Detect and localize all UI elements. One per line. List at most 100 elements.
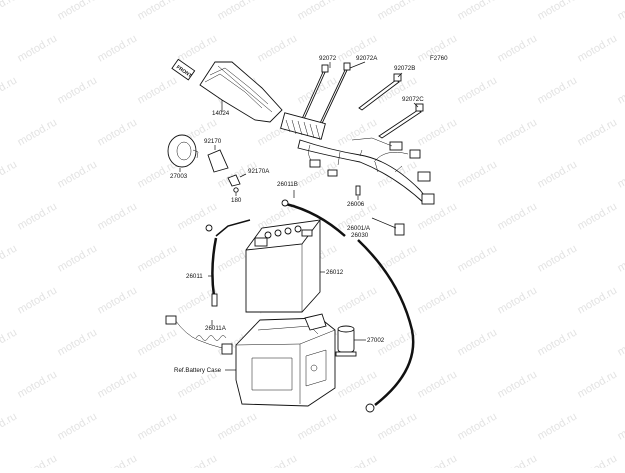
watermark-text: motod.ru (456, 158, 500, 190)
watermark-text: motod.ru (136, 74, 180, 106)
front-stamp: FRONT (172, 59, 195, 79)
watermark-text: motod.ru (536, 410, 580, 442)
relay-27002[interactable] (336, 326, 356, 356)
watermark-text: motod.ru (576, 116, 620, 148)
watermark-text: motod.ru (576, 32, 620, 64)
label-26011[interactable]: 26011 (186, 273, 203, 280)
watermark-text: motod.ru (616, 158, 625, 190)
battery-26012[interactable] (246, 220, 320, 312)
label-92072[interactable]: 92072 (319, 55, 337, 62)
watermark-text: motod.ru (576, 452, 620, 468)
watermark-text: motod.ru (56, 410, 100, 442)
watermark-text: motod.ru (256, 452, 300, 468)
label-92072C[interactable]: 92072C (402, 96, 424, 103)
watermark-text: motod.ru (256, 32, 300, 64)
watermark-text: motod.ru (0, 0, 19, 23)
watermark-text: motod.ru (16, 200, 60, 232)
watermark-text: motod.ru (96, 116, 140, 148)
watermark-text: motod.ru (216, 0, 260, 23)
label-27002[interactable]: 27002 (367, 337, 385, 344)
watermark-text: motod.ru (536, 158, 580, 190)
watermark-text: motod.ru (616, 0, 625, 23)
watermark-text: motod.ru (416, 116, 460, 148)
watermark-text: motod.ru (0, 158, 19, 190)
watermark-text: motod.ru (456, 0, 500, 23)
watermark-text: motod.ru (336, 452, 380, 468)
watermark-text: motod.ru (456, 326, 500, 358)
watermark-text: motod.ru (376, 242, 420, 274)
watermark-text: motod.ru (336, 368, 380, 400)
watermark-text: motod.ru (536, 0, 580, 23)
watermark-text: motod.ru (176, 32, 220, 64)
label-14024[interactable]: 14024 (212, 110, 230, 117)
label-26001A[interactable]: 26001/A (347, 225, 371, 232)
watermark-text: motod.ru (576, 200, 620, 232)
watermark-text: motod.ru (216, 410, 260, 442)
label-26011A[interactable]: 26011A (205, 325, 227, 332)
watermark-text: motod.ru (136, 0, 180, 23)
watermark-text: motod.ru (96, 284, 140, 316)
watermark-text: motod.ru (16, 32, 60, 64)
watermark-text: motod.ru (536, 242, 580, 274)
watermark-text: motod.ru (576, 368, 620, 400)
watermark-text: motod.ru (136, 410, 180, 442)
watermark-text: motod.ru (496, 452, 540, 468)
watermark-text: motod.ru (416, 452, 460, 468)
watermark-text: motod.ru (56, 326, 100, 358)
watermark-text: motod.ru (456, 410, 500, 442)
watermark-text: motod.ru (0, 326, 19, 358)
label-92072B[interactable]: 92072B (394, 65, 415, 72)
watermark-text: motod.ru (376, 410, 420, 442)
watermark-text: motod.ru (16, 452, 60, 468)
watermark-text: motod.ru (16, 116, 60, 148)
watermark-text: motod.ru (136, 326, 180, 358)
watermark-text: motod.ru (416, 284, 460, 316)
watermark-text: motod.ru (56, 158, 100, 190)
watermark-text: motod.ru (536, 326, 580, 358)
watermark-text: motod.ru (416, 200, 460, 232)
watermark-text: motod.ru (496, 32, 540, 64)
watermark-text: motod.ru (496, 116, 540, 148)
watermark-text: motod.ru (176, 452, 220, 468)
watermark-text: motod.ru (536, 74, 580, 106)
label-92170A[interactable]: 92170A (248, 168, 270, 175)
label-ref-battery-case[interactable]: Ref.Battery Case (174, 367, 222, 374)
watermark-text: motod.ru (496, 200, 540, 232)
watermark-text: motod.ru (456, 74, 500, 106)
label-27003[interactable]: 27003 (170, 173, 188, 180)
label-26012[interactable]: 26012 (326, 269, 344, 276)
watermark-text: motod.ru (616, 74, 625, 106)
watermark-text: motod.ru (616, 242, 625, 274)
watermark-text: motod.ru (0, 74, 19, 106)
label-26011B[interactable]: 26011B (277, 181, 298, 188)
watermark-text: motod.ru (56, 74, 100, 106)
label-180[interactable]: 180 (231, 197, 242, 204)
watermark-text: motod.ru (56, 242, 100, 274)
watermark-text: motod.ru (456, 242, 500, 274)
watermark-text: motod.ru (416, 368, 460, 400)
label-92170[interactable]: 92170 (204, 138, 222, 145)
watermark-text: motod.ru (56, 0, 100, 23)
watermark-text: motod.ru (376, 0, 420, 23)
watermark-text: motod.ru (96, 200, 140, 232)
watermark-text: motod.ru (96, 368, 140, 400)
watermark-text: motod.ru (576, 284, 620, 316)
watermark-text: motod.ru (96, 452, 140, 468)
watermark-text: motod.ru (336, 116, 380, 148)
label-92072A[interactable]: 92072A (356, 55, 378, 62)
figure-code: F2760 (430, 55, 448, 62)
watermark-text: motod.ru (16, 284, 60, 316)
watermark-text: motod.ru (0, 242, 19, 274)
watermark-text: motod.ru (16, 368, 60, 400)
label-26030[interactable]: 26030 (351, 232, 369, 239)
watermark-text: motod.ru (296, 410, 340, 442)
watermark-text: motod.ru (296, 0, 340, 23)
watermark-text: motod.ru (616, 326, 625, 358)
watermark-text: motod.ru (176, 200, 220, 232)
watermark-text: motod.ru (136, 242, 180, 274)
watermark-text: motod.ru (336, 284, 380, 316)
watermark-text: motod.ru (496, 368, 540, 400)
label-26006[interactable]: 26006 (347, 201, 365, 208)
